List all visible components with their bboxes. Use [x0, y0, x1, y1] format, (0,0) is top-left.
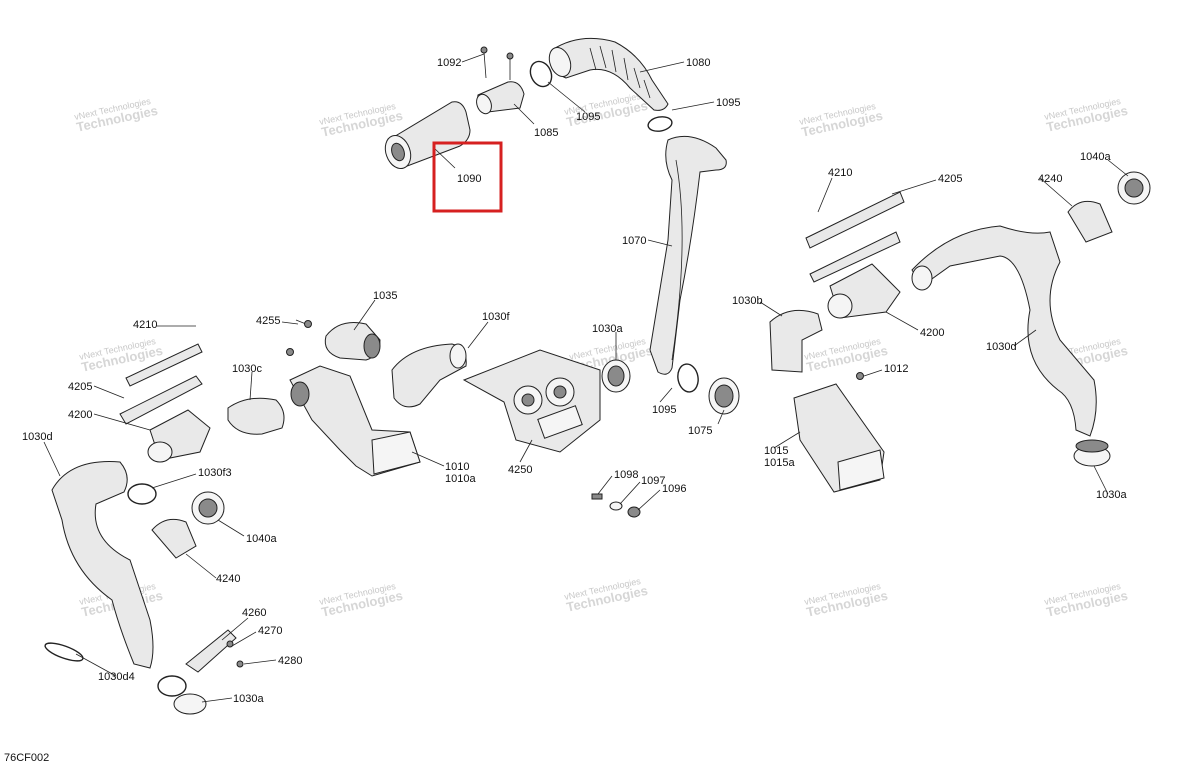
part-1030a-center-vent[interactable] — [601, 359, 631, 393]
label-1035[interactable]: 1035 — [373, 290, 397, 302]
label-1030d[interactable]: 1030d — [986, 341, 1017, 353]
part-1030d4-cable-tie[interactable] — [43, 640, 85, 665]
label-4250[interactable]: 4250 — [508, 464, 532, 476]
label-4240[interactable]: 4240 — [216, 573, 240, 585]
label-4280[interactable]: 4280 — [278, 655, 302, 667]
leader-lines — [43, 53, 1129, 703]
label-1097[interactable]: 1097 — [641, 475, 665, 487]
part-1030f-duct[interactable] — [391, 343, 467, 408]
label-4240[interactable]: 4240 — [1038, 173, 1062, 185]
label-1030f3[interactable]: 1030f3 — [198, 467, 232, 479]
part-1075-seal[interactable] — [708, 377, 740, 415]
label-1015a[interactable]: 1015a — [764, 457, 795, 469]
part-4210-strip-right[interactable] — [809, 231, 901, 283]
label-1098[interactable]: 1098 — [614, 469, 638, 481]
label-1095[interactable]: 1095 — [716, 97, 740, 109]
part-4250-vent-panel[interactable] — [462, 349, 601, 453]
label-1030a[interactable]: 1030a — [592, 323, 623, 335]
part-1095-clamp-low[interactable] — [676, 362, 701, 393]
part-1030a-left-ring[interactable] — [157, 675, 207, 715]
part-4200-outlet-right[interactable] — [827, 263, 901, 319]
label-1090[interactable]: 1090 — [457, 173, 481, 185]
label-1030a[interactable]: 1030a — [233, 693, 264, 705]
label-1030c[interactable]: 1030c — [232, 363, 262, 375]
part-4270-4280-screws[interactable] — [226, 640, 244, 668]
label-1012[interactable]: 1012 — [884, 363, 908, 375]
label-1075[interactable]: 1075 — [688, 425, 712, 437]
part-1010-air-box[interactable] — [289, 365, 421, 477]
part-1096-nut[interactable] — [627, 506, 641, 518]
part-1090-air-filter[interactable] — [381, 101, 471, 172]
label-1010[interactable]: 1010 — [445, 461, 469, 473]
part-4210-strip-left[interactable] — [125, 343, 203, 387]
part-1040a-left-vent[interactable] — [191, 491, 225, 525]
label-1092[interactable]: 1092 — [437, 57, 461, 69]
part-1030d-left-duct[interactable] — [51, 461, 154, 669]
label-1030d4[interactable]: 1030d4 — [98, 671, 135, 683]
highlight-box-1090 — [432, 141, 503, 213]
part-1095-clamp-mid[interactable] — [647, 115, 673, 133]
part-1040a-right-vent[interactable] — [1117, 171, 1151, 205]
label-1095[interactable]: 1095 — [576, 111, 600, 123]
part-4205-bracket-right[interactable] — [805, 191, 905, 249]
part-1085-adaptor[interactable] — [474, 81, 525, 116]
label-1040a[interactable]: 1040a — [246, 533, 277, 545]
label-4205[interactable]: 4205 — [68, 381, 92, 393]
label-4255[interactable]: 4255 — [256, 315, 280, 327]
label-1096[interactable]: 1096 — [662, 483, 686, 495]
label-1030b[interactable]: 1030b — [732, 295, 763, 307]
part-1015-floor-vent[interactable] — [793, 383, 885, 493]
label-1085[interactable]: 1085 — [534, 127, 558, 139]
label-1095[interactable]: 1095 — [652, 404, 676, 416]
label-1070[interactable]: 1070 — [622, 235, 646, 247]
label-4210[interactable]: 4210 — [133, 319, 157, 331]
label-1040a[interactable]: 1040a — [1080, 151, 1111, 163]
label-1030f[interactable]: 1030f — [482, 311, 510, 323]
part-1030c-duct[interactable] — [227, 397, 285, 435]
part-1070-intake-tube[interactable] — [649, 135, 727, 375]
part-4205-bracket-left[interactable] — [119, 375, 203, 425]
part-1030f3-cable-tie[interactable] — [127, 483, 157, 505]
part-4240-right-bezel[interactable] — [1067, 200, 1113, 243]
part-1035-duct-elbow[interactable] — [324, 322, 381, 361]
label-1030a[interactable]: 1030a — [1096, 489, 1127, 501]
label-4210[interactable]: 4210 — [828, 167, 852, 179]
diagram-reference-code: 76CF002 — [4, 752, 50, 764]
part-1092-screws[interactable] — [480, 46, 514, 80]
label-4270[interactable]: 4270 — [258, 625, 282, 637]
label-4200[interactable]: 4200 — [68, 409, 92, 421]
part-4260-bracket[interactable] — [185, 629, 237, 673]
part-4200-outlet-left[interactable] — [147, 409, 211, 463]
part-1030d-right-duct[interactable] — [911, 225, 1097, 437]
label-1010a[interactable]: 1010a — [445, 473, 476, 485]
part-1030b-duct[interactable] — [769, 309, 823, 373]
part-1095-clamp-top[interactable] — [526, 58, 555, 90]
label-1015[interactable]: 1015 — [764, 445, 788, 457]
part-1030a-right-vent[interactable] — [1073, 439, 1111, 467]
label-4260[interactable]: 4260 — [242, 607, 266, 619]
part-1098-bolt[interactable] — [591, 493, 603, 500]
part-4255-fastener[interactable] — [286, 319, 312, 356]
label-1080[interactable]: 1080 — [686, 57, 710, 69]
label-4200[interactable]: 4200 — [920, 327, 944, 339]
part-1012-screw[interactable] — [856, 372, 864, 380]
label-4205[interactable]: 4205 — [938, 173, 962, 185]
part-1097-washer[interactable] — [609, 501, 623, 511]
label-1030d[interactable]: 1030d — [22, 431, 53, 443]
part-4240-left-bezel[interactable] — [151, 518, 197, 559]
part-labels: 1092 1080 1095 1095 1085 1090 1070 1095 … — [22, 57, 1127, 705]
part-1080-intake-hose[interactable] — [545, 37, 669, 111]
